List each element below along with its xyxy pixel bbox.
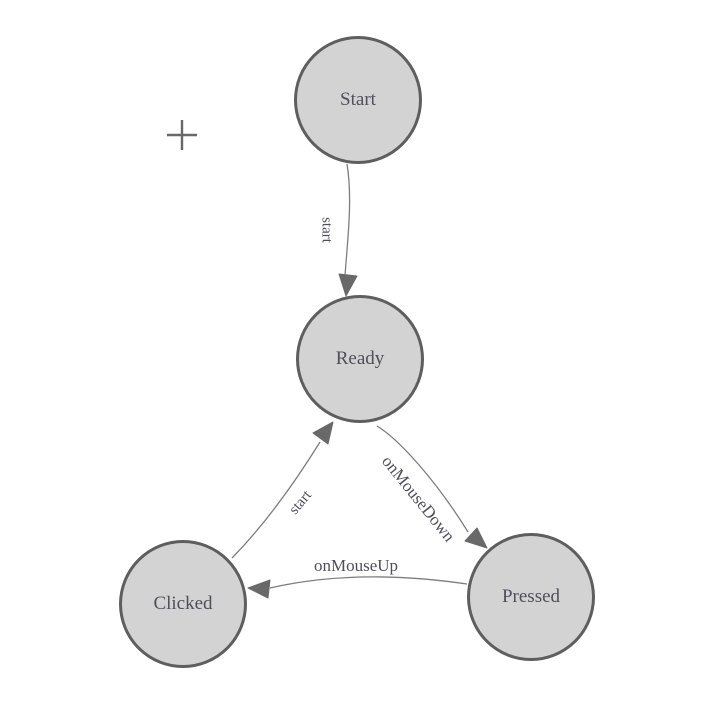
- edge-pressed-to-clicked[interactable]: [247, 576, 468, 599]
- node-start-label: Start: [340, 89, 376, 110]
- node-clicked[interactable]: Clicked: [119, 540, 247, 668]
- node-ready[interactable]: Ready: [296, 295, 424, 423]
- node-ready-label: Ready: [335, 348, 385, 369]
- edge-label-start-to-ready: start: [318, 217, 335, 243]
- plus-crosshair-icon: [167, 120, 197, 150]
- edge-ready-to-pressed[interactable]: [376, 425, 488, 549]
- edge-label-pressed-to-clicked: onMouseUp: [313, 556, 399, 575]
- node-pressed[interactable]: Pressed: [467, 533, 595, 661]
- edge-start-to-ready[interactable]: [338, 163, 358, 297]
- edge-clicked-to-ready[interactable]: [231, 421, 334, 559]
- node-pressed-label: Pressed: [501, 586, 561, 607]
- node-start[interactable]: Start: [294, 36, 422, 164]
- node-clicked-label: Clicked: [153, 593, 213, 614]
